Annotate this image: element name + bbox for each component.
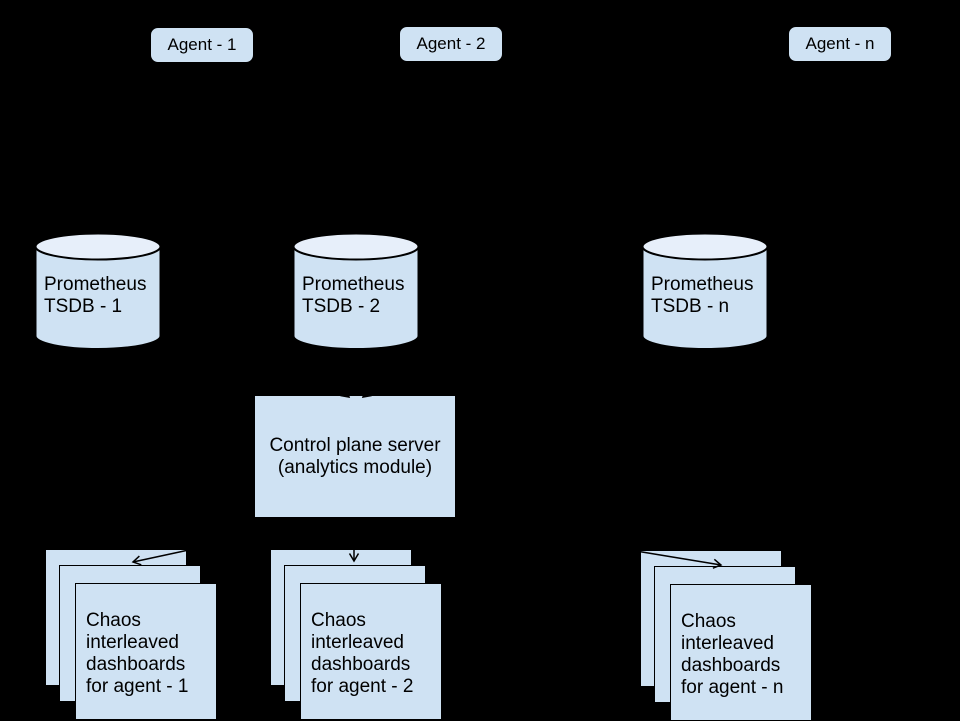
- stacked-page-front: Chaos interleaved dashboards for agent -…: [300, 583, 442, 720]
- node-prometheus-tsdb-2: Prometheus TSDB - 2: [292, 232, 420, 350]
- arrow-to-control-plane-right: [361, 356, 411, 398]
- node-agent-n: Agent - n: [788, 26, 892, 62]
- node-dashboards-agent-n-label: Chaos interleaved dashboards for agent -…: [681, 611, 784, 698]
- node-dashboards-agent-2-label: Chaos interleaved dashboards for agent -…: [311, 610, 414, 697]
- node-prometheus-tsdb-2-label: Prometheus TSDB - 2: [302, 274, 405, 317]
- node-prometheus-tsdb-n-label: Prometheus TSDB - n: [651, 274, 754, 317]
- node-agent-2: Agent - 2: [399, 26, 503, 62]
- node-agent-1: Agent - 1: [150, 27, 254, 63]
- node-prometheus-tsdb-n: Prometheus TSDB - n: [641, 232, 769, 350]
- node-agent-n-label: Agent - n: [805, 34, 875, 53]
- node-agent-2-label: Agent - 2: [416, 34, 486, 53]
- stacked-page-front: Chaos interleaved dashboards for agent -…: [75, 583, 217, 720]
- database-cylinder-icon: [292, 232, 420, 350]
- node-agent-1-label: Agent - 1: [167, 35, 237, 54]
- node-dashboards-agent-1: Chaos interleaved dashboards for agent -…: [45, 549, 218, 720]
- node-control-plane-server: Control plane server (analytics module): [255, 396, 455, 517]
- node-dashboards-agent-n: Chaos interleaved dashboards for agent -…: [640, 550, 813, 721]
- stacked-page-front: Chaos interleaved dashboards for agent -…: [670, 584, 812, 721]
- database-cylinder-icon: [34, 232, 162, 350]
- arrow-to-control-plane-left: [301, 356, 351, 398]
- node-prometheus-tsdb-1: Prometheus TSDB - 1: [34, 232, 162, 350]
- node-control-plane-server-label: Control plane server (analytics module): [269, 434, 441, 478]
- database-cylinder-icon: [641, 232, 769, 350]
- node-dashboards-agent-2: Chaos interleaved dashboards for agent -…: [270, 549, 443, 720]
- node-dashboards-agent-1-label: Chaos interleaved dashboards for agent -…: [86, 610, 189, 697]
- node-prometheus-tsdb-1-label: Prometheus TSDB - 1: [44, 274, 147, 317]
